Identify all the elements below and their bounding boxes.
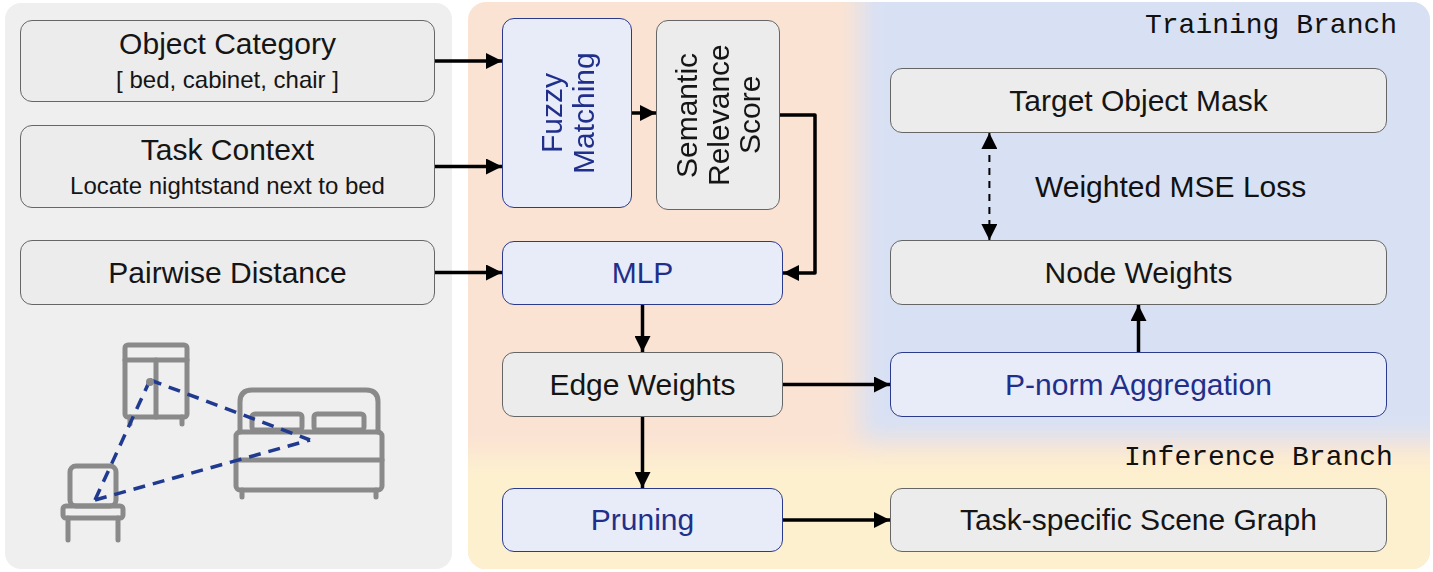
box-title: Task Context [141, 132, 314, 168]
box-title: Node Weights [1045, 255, 1233, 291]
flow-arrow [641, 417, 645, 488]
box-title: Pairwise Distance [108, 255, 346, 291]
box-title: Task-specific Scene Graph [960, 502, 1317, 538]
flow-arrow [435, 165, 502, 169]
flow-arrow [435, 271, 502, 275]
loss-connector [988, 133, 990, 240]
room-illustration [63, 345, 382, 540]
box-title: Target Object Mask [1009, 83, 1267, 119]
flow-arrow [641, 305, 645, 352]
score-box: Semantic Relevance Score [656, 20, 780, 210]
process-box: Fuzzy Matching [502, 18, 632, 208]
flow-arrow [783, 518, 890, 522]
flow-arrow [632, 111, 656, 115]
box-title: Pruning [591, 502, 694, 538]
box-title: P-norm Aggregation [1005, 367, 1272, 403]
input-box: Object Category[ bed, cabinet, chair ] [20, 20, 435, 102]
process-box: P-norm Aggregation [890, 352, 1387, 417]
distance-lines [95, 380, 310, 500]
loss-label: Weighted MSE Loss [1035, 170, 1306, 204]
cabinet-knob [146, 378, 154, 386]
flow-arrow [780, 115, 815, 273]
branch-panel [468, 2, 1430, 569]
input-box: Pairwise Distance [20, 240, 435, 305]
box-body: [ bed, cabinet, chair ] [116, 64, 339, 95]
branch-title: Training Branch [1145, 10, 1397, 41]
target-box: Target Object Mask [890, 68, 1387, 133]
flow-arrow [783, 383, 890, 387]
output-box: Edge Weights [502, 352, 783, 417]
output-box: Node Weights [890, 240, 1387, 305]
process-box: Pruning [502, 488, 783, 552]
box-title: MLP [612, 255, 674, 291]
box-body: Locate nightstand next to bed [70, 170, 385, 201]
box-title: Object Category [119, 26, 336, 62]
box-title: Fuzzy Matching [536, 26, 599, 200]
flow-arrow [435, 59, 502, 63]
process-box: MLP [502, 241, 783, 305]
input-box: Task ContextLocate nightstand next to be… [20, 125, 435, 208]
box-title: Edge Weights [549, 367, 735, 403]
box-title: Semantic Relevance Score [671, 28, 766, 202]
branch-title: Inference Branch [1124, 442, 1393, 473]
flow-arrow [1137, 305, 1141, 352]
input-panel [5, 3, 452, 569]
output-box: Task-specific Scene Graph [890, 488, 1387, 552]
